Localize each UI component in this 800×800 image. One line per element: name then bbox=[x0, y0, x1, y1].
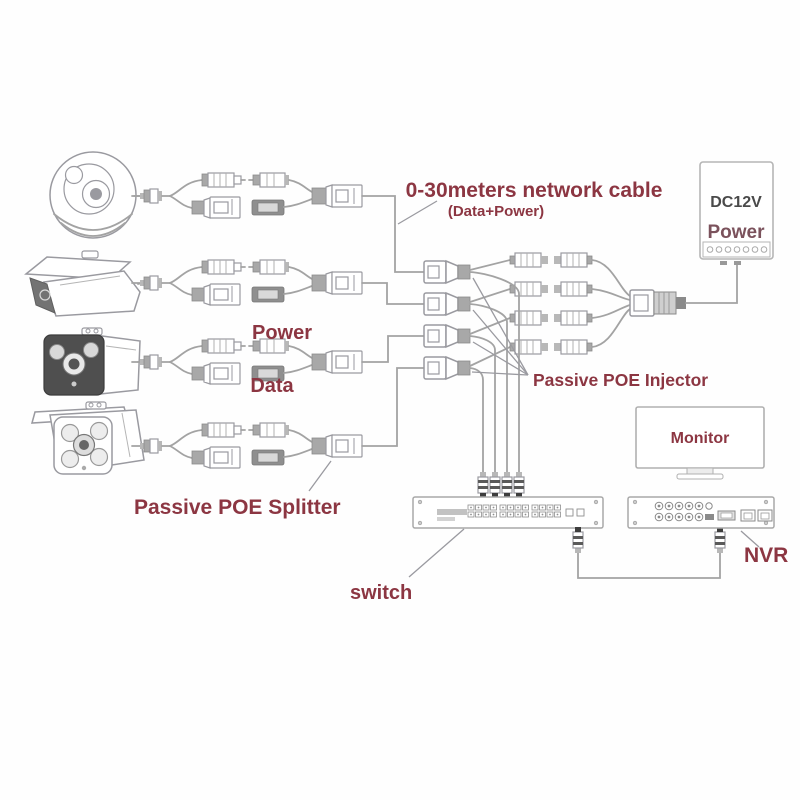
network-cable-label: 0-30meters network cable bbox=[406, 179, 663, 202]
poe-splitter-row-2 bbox=[131, 259, 363, 306]
dc-barrel-pair-4 bbox=[509, 339, 593, 355]
psu-cable bbox=[685, 264, 738, 304]
monitor-stand bbox=[686, 467, 714, 475]
switch-logo bbox=[437, 509, 467, 515]
psu-model-text: DC12V bbox=[710, 194, 762, 211]
network-cable-1 bbox=[361, 195, 425, 273]
power-merge-connector bbox=[629, 289, 686, 317]
poe-splitter-label: Passive POE Splitter bbox=[134, 496, 341, 519]
nvr-hdmi-port bbox=[757, 509, 773, 522]
power-merge-lead-3 bbox=[591, 304, 631, 319]
switch-uplink-port-1 bbox=[565, 508, 574, 517]
network-cable-sublabel: (Data+Power) bbox=[448, 203, 544, 220]
poe-splitter-leader bbox=[308, 460, 332, 492]
injector-power-lead-1 bbox=[469, 259, 511, 271]
nvr-label: NVR bbox=[744, 544, 788, 567]
network-switch bbox=[412, 496, 604, 529]
data-lead-label: Data bbox=[250, 375, 294, 397]
switch-label: switch bbox=[350, 582, 412, 604]
nvr-usb-port bbox=[705, 514, 714, 520]
nvr-audio-port bbox=[705, 502, 713, 510]
switch-cable-3 bbox=[469, 303, 508, 473]
switch-uplink-plug bbox=[572, 526, 584, 554]
switch-cable-plug-3 bbox=[501, 471, 513, 499]
network-cable-3 bbox=[361, 335, 425, 363]
poe-injector-4 bbox=[423, 356, 471, 380]
dc-barrel-pair-2 bbox=[509, 281, 593, 297]
nvr-uplink-plug bbox=[714, 526, 726, 554]
bullet-camera-1 bbox=[24, 250, 143, 317]
monitor-device: Monitor bbox=[635, 406, 765, 480]
switch-cable-plug-2 bbox=[489, 471, 501, 499]
dc-barrel-pair-3 bbox=[509, 310, 593, 326]
poe-injector-leaders bbox=[471, 277, 529, 376]
switch-cable-plug-1 bbox=[477, 471, 489, 499]
power-merge-lead-1 bbox=[591, 259, 631, 297]
injector-power-lead-3 bbox=[469, 317, 511, 335]
psu-power-text: Power bbox=[707, 222, 765, 243]
poe-splitter-row-3 bbox=[131, 338, 363, 385]
dc-barrel-pair-1 bbox=[509, 252, 593, 268]
poe-injector-3 bbox=[423, 324, 471, 348]
switch-leader bbox=[408, 528, 465, 578]
bullet-camera-3 bbox=[31, 401, 147, 475]
injector-power-lead-2 bbox=[469, 288, 511, 303]
switch-cable-plug-4 bbox=[513, 471, 525, 499]
power-merge-lead-4 bbox=[591, 308, 631, 348]
dome-camera bbox=[49, 151, 143, 239]
network-cable-4 bbox=[361, 367, 425, 447]
poe-injector-2 bbox=[423, 292, 471, 316]
injector-power-lead-4 bbox=[469, 346, 511, 367]
monitor-label: Monitor bbox=[671, 430, 730, 447]
dc12v-power-supply: DC12V Power bbox=[699, 161, 774, 265]
nvr-leader bbox=[740, 530, 760, 548]
switch-cable-1 bbox=[469, 367, 484, 473]
power-lead-label: Power bbox=[252, 322, 312, 344]
switch-cable-4 bbox=[469, 271, 520, 473]
switch-nvr-cable bbox=[577, 550, 721, 579]
switch-cable-2 bbox=[469, 335, 496, 473]
network-cable-leader bbox=[397, 200, 438, 225]
poe-injector-1 bbox=[423, 260, 471, 284]
poe-injector-label: Passive POE Injector bbox=[533, 370, 708, 390]
network-cable-2 bbox=[361, 282, 425, 305]
poe-splitter-row-4 bbox=[131, 422, 363, 469]
switch-uplink-port-2 bbox=[576, 508, 585, 517]
poe-splitter-row-1 bbox=[131, 172, 363, 219]
nvr-lan-port bbox=[740, 509, 756, 522]
power-merge-lead-2 bbox=[591, 288, 631, 301]
bullet-camera-2 bbox=[43, 327, 143, 396]
nvr-device bbox=[627, 496, 775, 529]
